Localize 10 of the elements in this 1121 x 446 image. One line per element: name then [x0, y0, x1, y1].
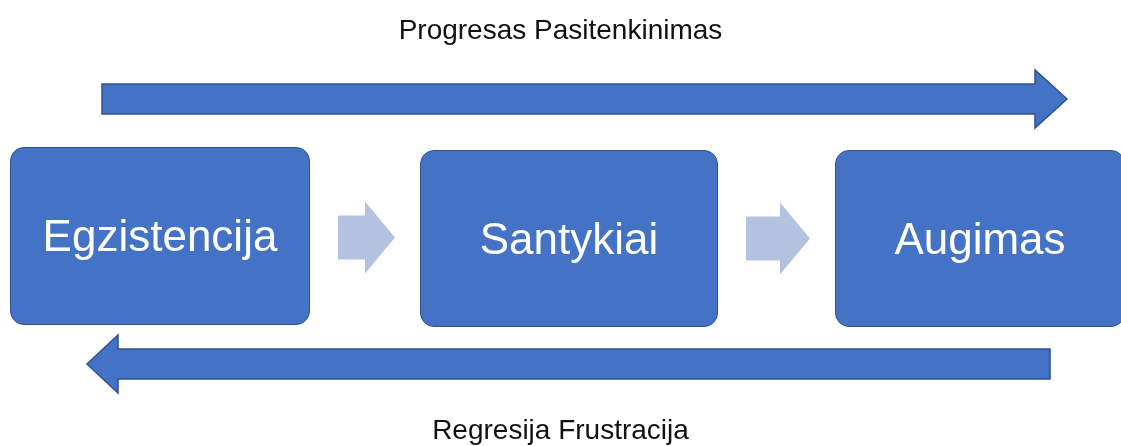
process-box	[10, 147, 310, 325]
block-arrow	[338, 201, 395, 274]
box-label: Egzistencija	[42, 211, 278, 261]
block-arrow	[746, 202, 810, 275]
process-box	[420, 150, 718, 327]
arrow-caption: Regresija Frustracija	[432, 414, 689, 445]
box-label: Santykiai	[479, 213, 659, 264]
arrow-caption: Progresas Pasitenkinimas	[398, 14, 723, 45]
box-label: Augimas	[894, 213, 1066, 264]
process-box	[835, 150, 1121, 327]
